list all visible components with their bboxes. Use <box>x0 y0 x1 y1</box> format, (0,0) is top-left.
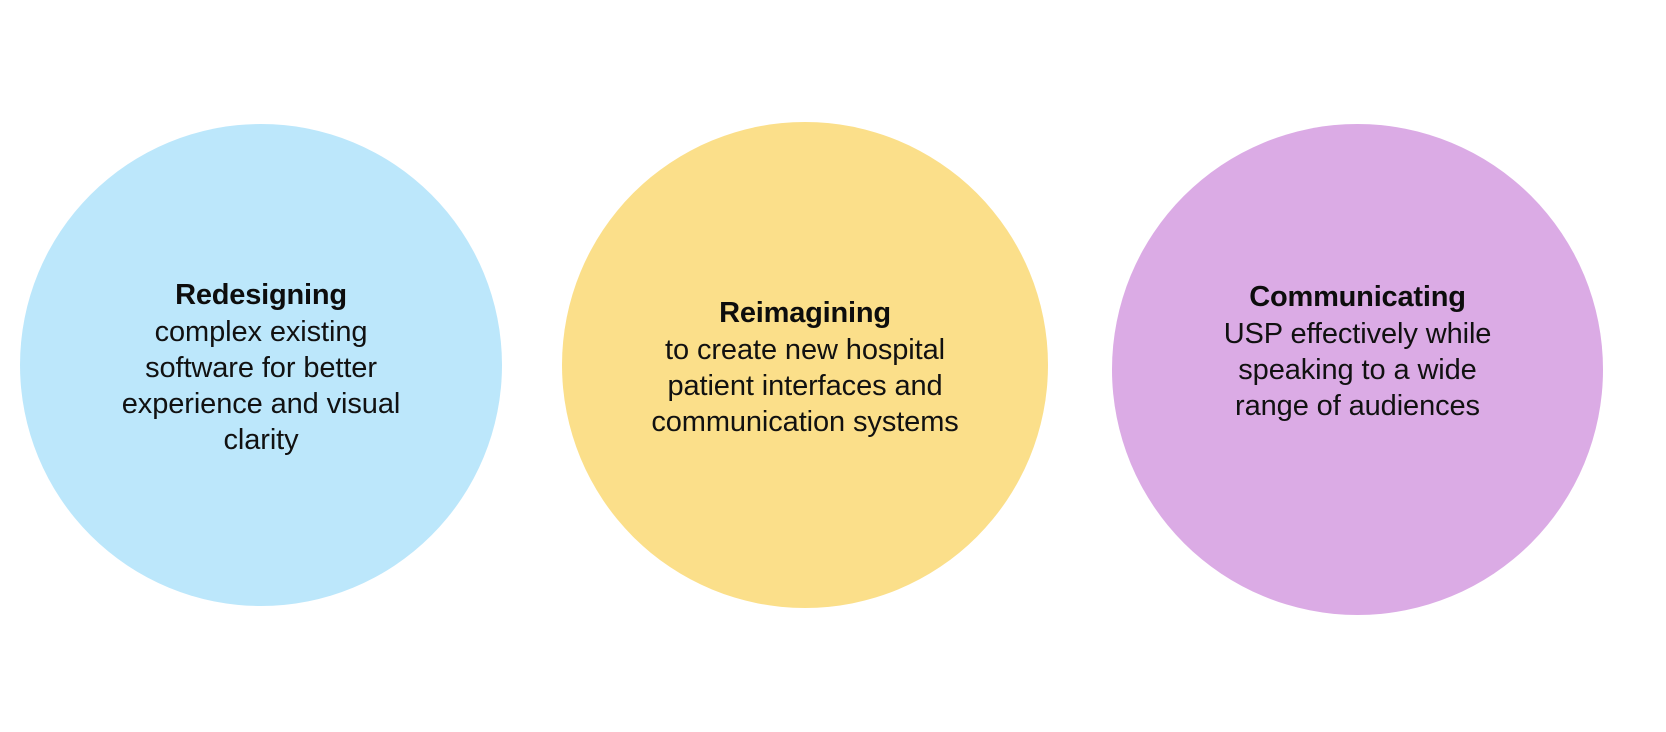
circle-redesigning-text: Redesigning complex existing software fo… <box>111 277 411 458</box>
circle-redesigning-body: complex existing software for better exp… <box>121 315 401 456</box>
circle-reimagining-body: to create new hospital patient interface… <box>651 333 959 438</box>
circle-communicating[interactable]: Communicating USP effectively while spea… <box>1112 124 1603 615</box>
circle-communicating-body: USP effectively while speaking to a wide… <box>1223 318 1492 422</box>
circle-communicating-text: Communicating USP effectively while spea… <box>1193 279 1523 424</box>
circle-redesigning-heading: Redesigning <box>175 278 347 311</box>
circle-reimagining-text: Reimagining to create new hospital patie… <box>635 295 975 440</box>
circle-reimagining-heading: Reimagining <box>719 296 891 329</box>
circle-reimagining[interactable]: Reimagining to create new hospital patie… <box>562 122 1048 608</box>
circle-communicating-heading: Communicating <box>1249 281 1466 313</box>
circle-redesigning[interactable]: Redesigning complex existing software fo… <box>20 124 502 606</box>
